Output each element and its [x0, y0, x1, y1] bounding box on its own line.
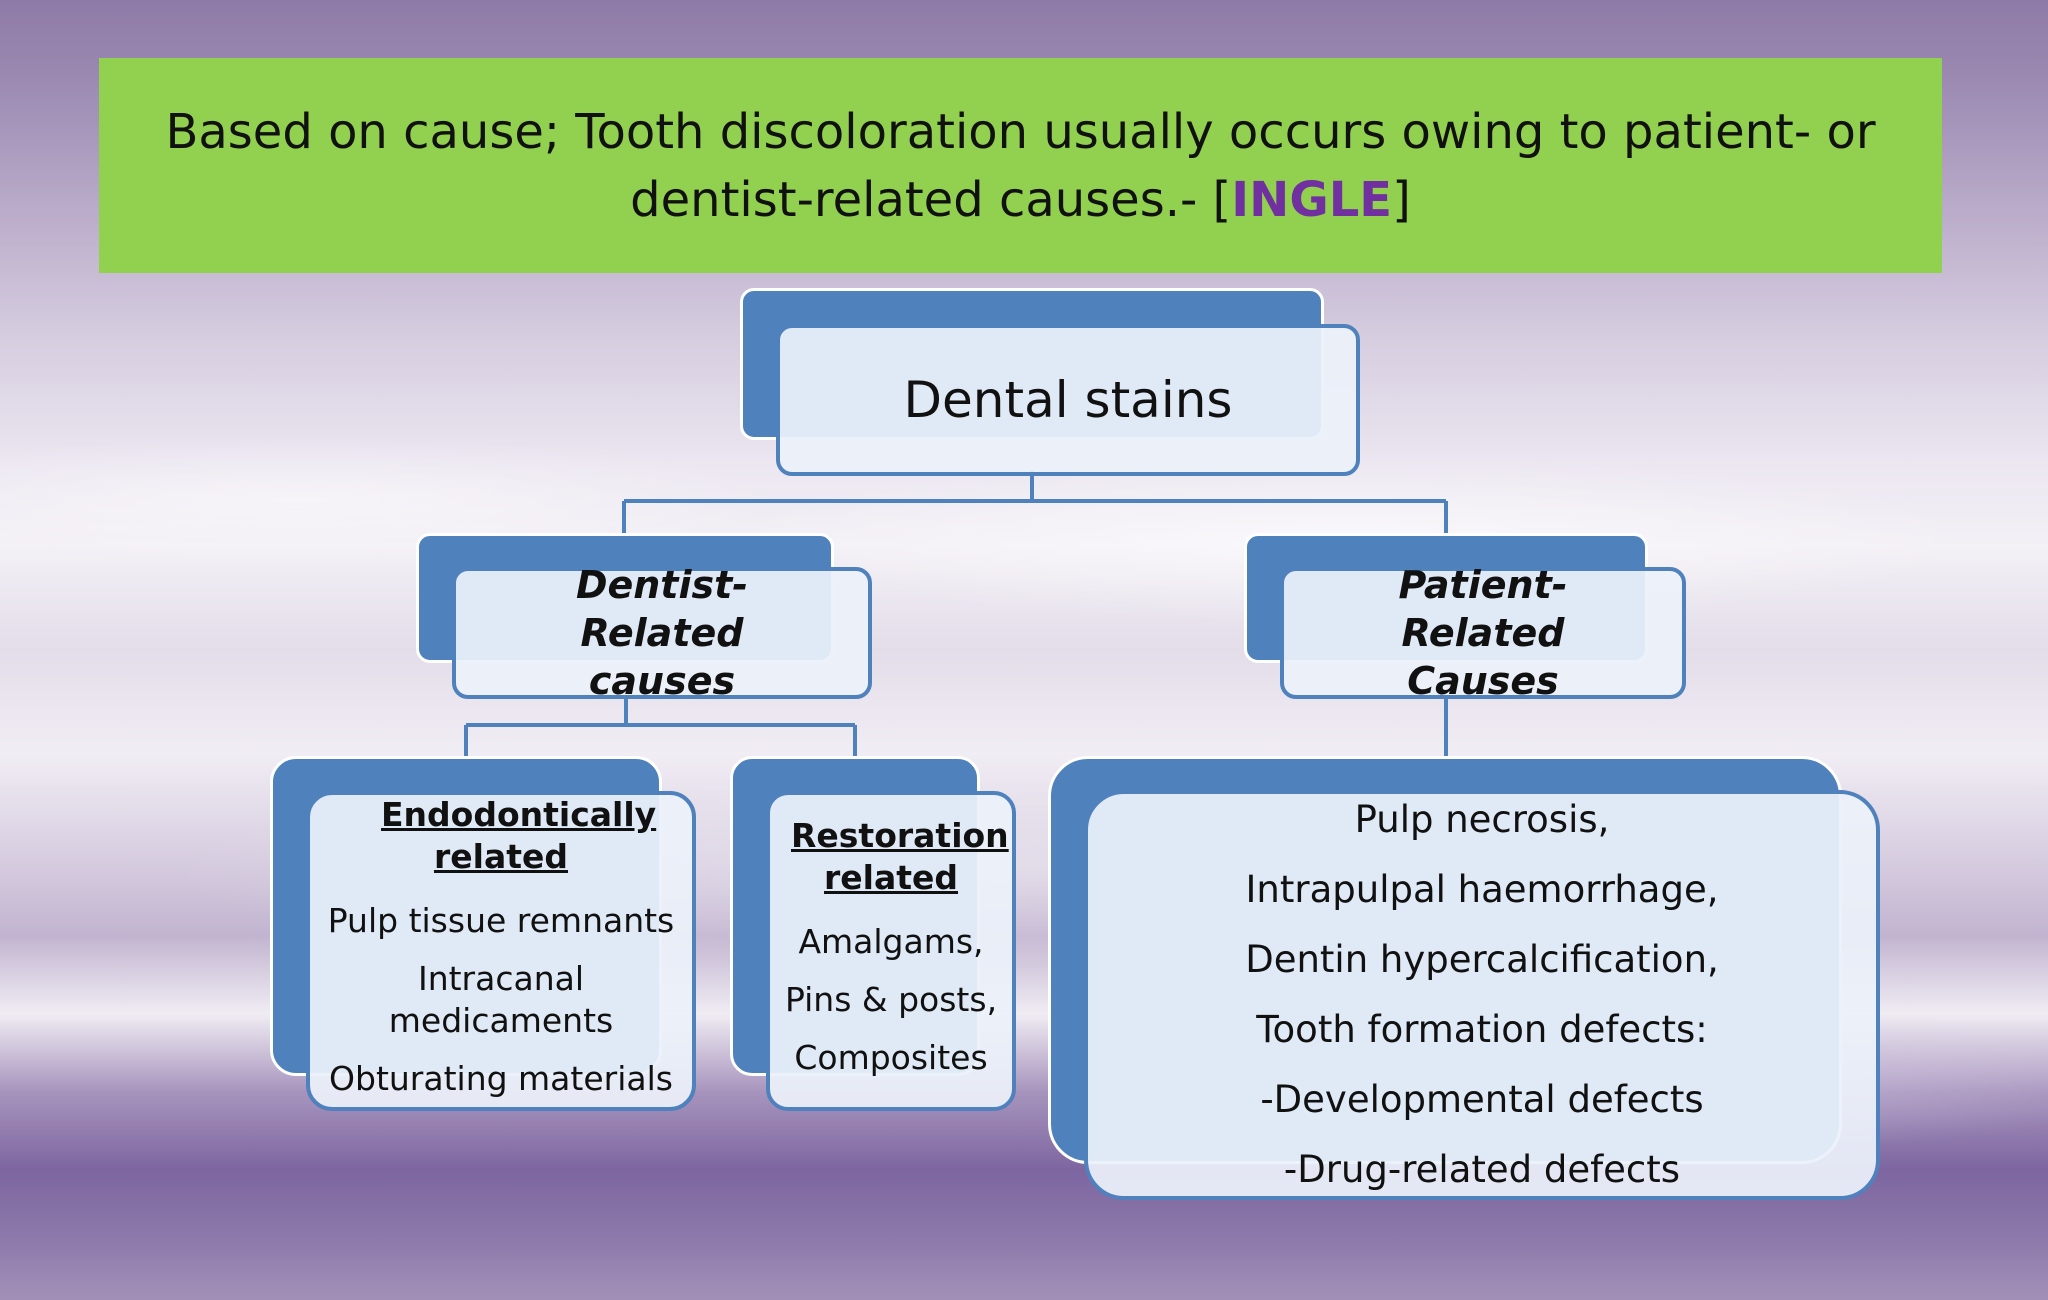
patient-cause-item: Pulp necrosis,: [1354, 798, 1610, 841]
banner-statement: Based on cause; Tooth discoloration usua…: [165, 103, 1876, 228]
restoration-heading: Restoration related: [791, 816, 1009, 897]
root-label: Dental stains: [903, 371, 1233, 429]
root-node: Dental stains: [740, 288, 1360, 476]
endodontic-heading: Endodontically related: [381, 795, 657, 876]
endodontic-item: Intracanal medicaments: [388, 959, 614, 1040]
endodontic-item: Pulp tissue remnants: [327, 901, 675, 940]
patient-cause-item: Dentin hypercalcification,: [1245, 938, 1719, 981]
patient-related-label: Patient-Related Causes: [1398, 563, 1568, 703]
dentist-related-label: Dentist-Related causes: [575, 563, 749, 703]
restoration-node: Restoration related Amalgams, Pins & pos…: [730, 756, 1016, 1111]
endodontic-node: Endodontically related Pulp tissue remna…: [270, 756, 696, 1111]
restoration-node-card: Restoration related Amalgams, Pins & pos…: [766, 791, 1016, 1111]
patient-cause-item: -Developmental defects: [1260, 1078, 1704, 1121]
banner-text: Based on cause; Tooth discoloration usua…: [141, 98, 1901, 234]
root-node-card: Dental stains: [776, 324, 1360, 476]
patient-causes-node: Pulp necrosis, Intrapulpal haemorrhage, …: [1048, 756, 1880, 1200]
title-banner: Based on cause; Tooth discoloration usua…: [99, 58, 1942, 273]
banner-bracket: ]: [1392, 171, 1411, 228]
endodontic-item: Obturating materials: [329, 1059, 673, 1098]
patient-cause-item: -Drug-related defects: [1283, 1148, 1681, 1191]
patient-cause-item: Intrapulpal haemorrhage,: [1245, 868, 1719, 911]
patient-cause-item: Tooth formation defects:: [1256, 1008, 1708, 1051]
restoration-item: Pins & posts,: [784, 980, 998, 1019]
patient-causes-card: Pulp necrosis, Intrapulpal haemorrhage, …: [1084, 790, 1880, 1200]
restoration-item: Amalgams,: [798, 922, 984, 961]
dentist-related-node: Dentist-Related causes: [416, 533, 872, 703]
endodontic-node-card: Endodontically related Pulp tissue remna…: [306, 791, 696, 1111]
patient-node-card: Patient-Related Causes: [1280, 563, 1686, 703]
source-citation: INGLE: [1231, 171, 1393, 228]
dentist-node-card: Dentist-Related causes: [452, 563, 872, 703]
patient-related-node: Patient-Related Causes: [1244, 533, 1686, 703]
restoration-item: Composites: [794, 1038, 988, 1077]
